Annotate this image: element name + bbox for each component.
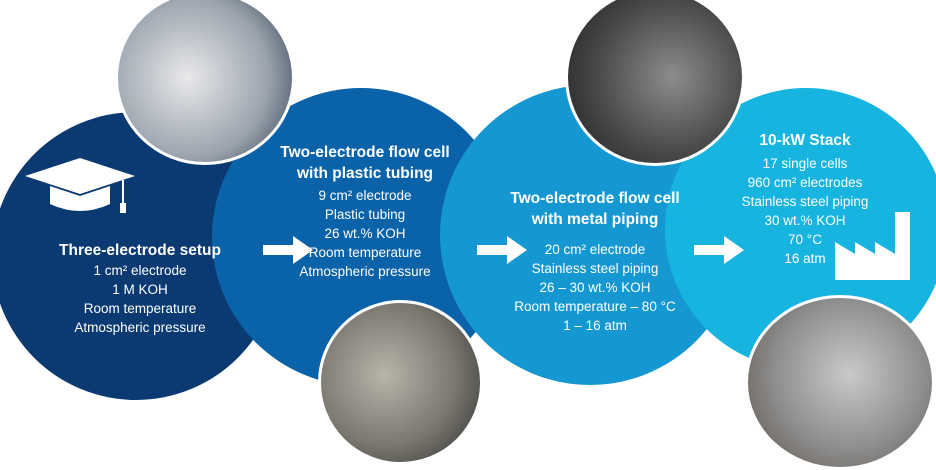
arrow-right-icon (477, 236, 527, 264)
spec-line: 960 cm² electrodes (747, 175, 863, 190)
spec-line: Stainless steel piping (741, 194, 869, 209)
spec-line: 1 – 16 atm (563, 318, 627, 333)
photo-three-electrode-setup (115, 0, 295, 165)
photo-metal-flow-cell (565, 0, 745, 166)
spec-line: Atmospheric pressure (299, 264, 431, 279)
factory-icon (835, 212, 910, 280)
spec-line: 26 – 30 wt.% KOH (539, 280, 651, 295)
stage-4-text: 10-kW Stack 17 single cells 960 cm² elec… (730, 130, 880, 268)
stage-3-title: Two-electrode flow cell (510, 190, 680, 207)
spec-line: Room temperature – 80 °C (514, 299, 676, 314)
spec-line: 70 °C (788, 232, 822, 247)
spec-line: Room temperature (308, 245, 422, 260)
stage-2-title: Two-electrode flow cell (280, 144, 450, 161)
spec-line: 26 wt.% KOH (324, 226, 406, 241)
stage-1-title: Three-electrode setup (59, 242, 221, 259)
spec-line: 30 wt.% KOH (764, 213, 846, 228)
stage-3-title: with metal piping (531, 211, 659, 228)
spec-line: Plastic tubing (324, 207, 406, 222)
spec-line: 17 single cells (762, 156, 848, 171)
spec-line: 9 cm² electrode (318, 188, 412, 203)
arrow-right-icon (263, 236, 313, 264)
stage-3-text: Two-electrode flow cell with metal pipin… (500, 188, 690, 335)
arrow-right-icon (694, 236, 744, 264)
spec-line: Stainless steel piping (531, 261, 659, 276)
graduation-cap-icon (25, 158, 135, 213)
spec-line: 20 cm² electrode (544, 242, 646, 257)
stage-4-title: 10-kW Stack (759, 132, 851, 149)
stage-1-text: Three-electrode setup 1 cm² electrode 1 … (40, 240, 240, 337)
spec-line: 16 atm (784, 251, 826, 266)
spec-line: Room temperature (83, 301, 197, 316)
stage-2-title: with plastic tubing (296, 165, 434, 182)
spec-line: Atmospheric pressure (74, 320, 206, 335)
photo-plastic-flow-cell (318, 300, 483, 465)
spec-line: 1 cm² electrode (93, 263, 187, 278)
photo-stack (745, 295, 935, 470)
stage-2-text: Two-electrode flow cell with plastic tub… (270, 142, 460, 281)
spec-line: 1 M KOH (112, 282, 168, 297)
